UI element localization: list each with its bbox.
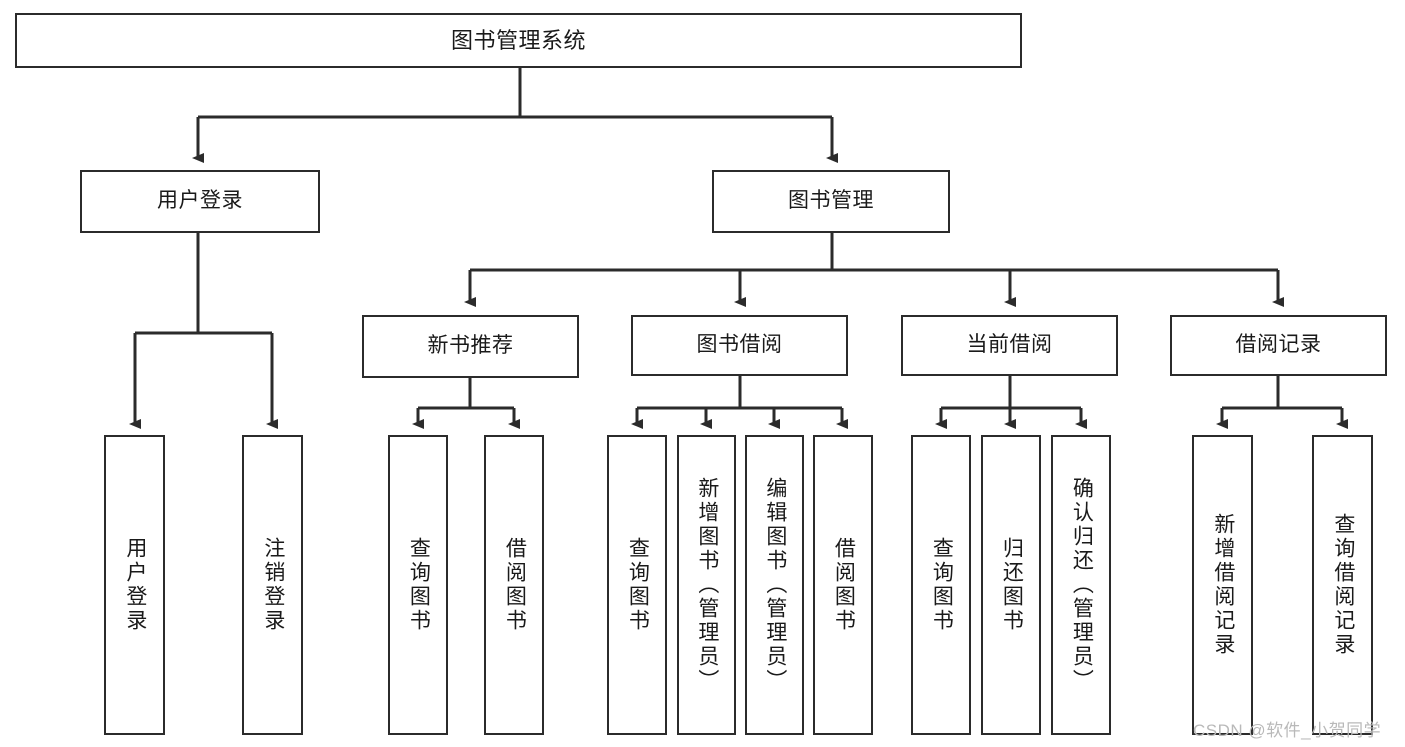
node-current-borrow-label: 当前借阅: [966, 333, 1053, 357]
node-user-login[interactable]: 用户登录: [80, 170, 320, 233]
node-leaf-confirm-return-label: 确认归还（管理员）: [1070, 477, 1094, 693]
node-leaf-confirm-return[interactable]: 确认归还（管理员）: [1051, 435, 1111, 735]
node-leaf-user-login-label: 用户登录: [123, 537, 147, 633]
node-leaf-add-book-label: 新增图书（管理员）: [695, 477, 719, 693]
node-borrow-record-label: 借阅记录: [1235, 333, 1322, 357]
node-user-login-label: 用户登录: [157, 189, 243, 213]
node-leaf-query-book-3-label: 查询图书: [930, 537, 954, 633]
node-root[interactable]: 图书管理系统: [15, 13, 1022, 68]
node-leaf-borrow-book-2-label: 借阅图书: [832, 537, 856, 633]
node-new-book-recommend[interactable]: 新书推荐: [362, 315, 579, 378]
node-current-borrow[interactable]: 当前借阅: [901, 315, 1118, 376]
node-leaf-borrow-book-1-label: 借阅图书: [503, 537, 527, 633]
node-leaf-edit-book-label: 编辑图书（管理员）: [763, 477, 787, 693]
node-leaf-user-logout[interactable]: 注销登录: [242, 435, 303, 735]
node-leaf-add-record-label: 新增借阅记录: [1211, 513, 1235, 657]
node-leaf-query-book-1-label: 查询图书: [407, 537, 431, 633]
node-leaf-user-login[interactable]: 用户登录: [104, 435, 165, 735]
node-leaf-return-book[interactable]: 归还图书: [981, 435, 1041, 735]
node-leaf-borrow-book-1[interactable]: 借阅图书: [484, 435, 544, 735]
node-leaf-query-book-2-label: 查询图书: [626, 537, 650, 633]
node-root-label: 图书管理系统: [450, 27, 586, 53]
node-new-book-recommend-label: 新书推荐: [427, 334, 514, 358]
node-leaf-borrow-book-2[interactable]: 借阅图书: [813, 435, 873, 735]
node-leaf-query-book-2[interactable]: 查询图书: [607, 435, 667, 735]
node-leaf-query-book-3[interactable]: 查询图书: [911, 435, 971, 735]
node-leaf-edit-book[interactable]: 编辑图书（管理员）: [745, 435, 804, 735]
csdn-watermark: CSDN @软件_小贺同学: [1193, 721, 1382, 740]
node-leaf-query-record-label: 查询借阅记录: [1331, 513, 1355, 657]
node-book-manage[interactable]: 图书管理: [712, 170, 950, 233]
node-leaf-query-record[interactable]: 查询借阅记录: [1312, 435, 1373, 735]
node-leaf-add-record[interactable]: 新增借阅记录: [1192, 435, 1253, 735]
node-book-borrow-label: 图书借阅: [696, 333, 783, 357]
node-leaf-add-book[interactable]: 新增图书（管理员）: [677, 435, 736, 735]
node-leaf-query-book-1[interactable]: 查询图书: [388, 435, 448, 735]
node-book-borrow[interactable]: 图书借阅: [631, 315, 848, 376]
node-leaf-return-book-label: 归还图书: [1000, 537, 1024, 633]
node-book-manage-label: 图书管理: [788, 189, 874, 213]
node-borrow-record[interactable]: 借阅记录: [1170, 315, 1387, 376]
node-leaf-user-logout-label: 注销登录: [261, 537, 285, 633]
